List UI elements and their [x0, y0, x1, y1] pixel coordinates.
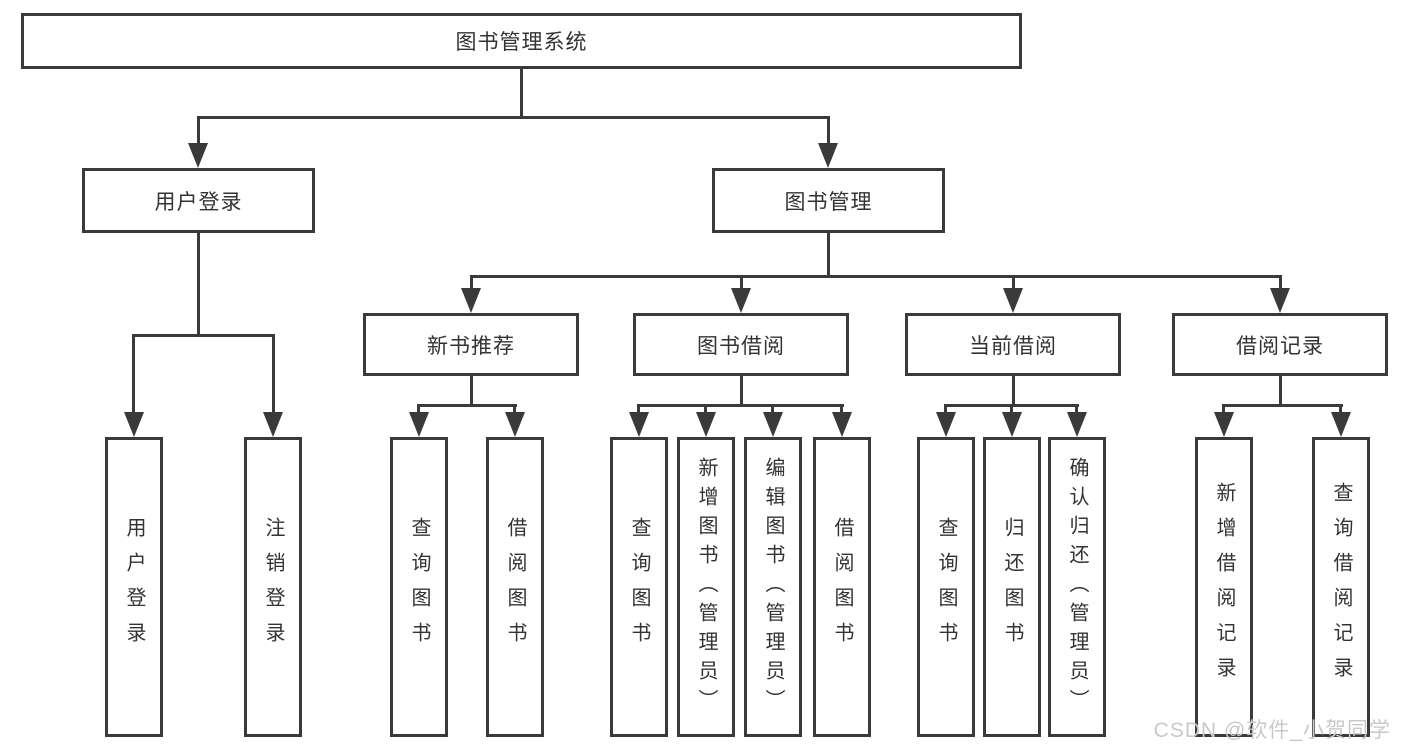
- connector-drop-level3: [1279, 275, 1282, 291]
- leaf-user-login-label: 用户登录: [123, 517, 145, 657]
- connector-drop-leaf: [944, 404, 947, 415]
- arrow-down-icon: [1003, 288, 1023, 313]
- leaf-return-books: 归还图书: [983, 437, 1041, 737]
- arrow-down-icon: [188, 143, 208, 168]
- leaf-query-borrow-record: 查询借阅记录: [1312, 437, 1370, 737]
- connector-level2-bar: [197, 116, 830, 119]
- connector-drop-leaf: [417, 404, 420, 415]
- arrow-down-icon: [818, 143, 838, 168]
- connector-recommend-bar: [418, 404, 517, 407]
- connector-drop-leaf: [637, 404, 640, 415]
- connector-recommend-stem: [470, 376, 473, 407]
- connector-drop-leaf: [272, 334, 275, 414]
- connector-drop-leaf: [1222, 404, 1225, 415]
- connector-drop-leaf: [840, 404, 843, 415]
- leaf-add-borrow-record-label: 新增借阅记录: [1213, 482, 1235, 692]
- node-library-system: 图书管理系统: [21, 13, 1022, 69]
- arrow-down-icon: [1067, 412, 1087, 437]
- node-library-system-label: 图书管理系统: [455, 31, 588, 54]
- arrow-down-icon: [936, 412, 956, 437]
- leaf-return-books-label: 归还图书: [1001, 517, 1023, 657]
- connector-current-stem: [1012, 376, 1015, 407]
- arrow-down-icon: [1331, 412, 1351, 437]
- node-current-borrowing-label: 当前借阅: [969, 334, 1057, 358]
- connector-drop-level3: [1012, 275, 1015, 291]
- connector-drop-user-login: [197, 116, 200, 145]
- connector-drop-level3: [470, 275, 473, 291]
- arrow-down-icon: [505, 412, 525, 437]
- connector-level3-bar: [470, 275, 1281, 278]
- leaf-user-login: 用户登录: [105, 437, 163, 737]
- connector-root-stem: [520, 69, 523, 118]
- arrow-down-icon: [1270, 288, 1290, 313]
- node-borrowing-records-label: 借阅记录: [1236, 334, 1324, 358]
- connector-drop-leaf: [513, 404, 516, 415]
- connector-user-login-bar: [132, 334, 275, 337]
- arrow-down-icon: [763, 412, 783, 437]
- arrow-down-icon: [409, 412, 429, 437]
- leaf-logout: 注销登录: [244, 437, 302, 737]
- leaf-borrow-books: 借阅图书: [813, 437, 871, 737]
- node-new-book-recommendation: 新书推荐: [363, 313, 579, 376]
- connector-drop-leaf: [1010, 404, 1013, 415]
- leaf-borrow-books-label: 借阅图书: [831, 517, 853, 657]
- leaf-query-books-current: 查询图书: [917, 437, 975, 737]
- node-new-book-recommendation-label: 新书推荐: [427, 334, 515, 358]
- node-book-borrowing: 图书借阅: [633, 313, 849, 376]
- leaf-query-books-current-label: 查询图书: [935, 517, 957, 657]
- connector-drop-leaf: [771, 404, 774, 415]
- node-user-login-label: 用户登录: [154, 190, 243, 214]
- leaf-borrow-books-recommend: 借阅图书: [486, 437, 544, 737]
- node-user-login: 用户登录: [82, 168, 315, 233]
- leaf-confirm-return-admin: 确认归还（管理员）: [1048, 437, 1106, 737]
- node-current-borrowing: 当前借阅: [905, 313, 1121, 376]
- connector-borrowing-stem: [740, 376, 743, 407]
- arrow-down-icon: [1214, 412, 1234, 437]
- connector-drop-leaf: [132, 334, 135, 414]
- connector-drop-leaf: [1339, 404, 1342, 415]
- connector-drop-leaf: [1075, 404, 1078, 415]
- node-borrowing-records: 借阅记录: [1172, 313, 1388, 376]
- connector-book-management-stem: [827, 233, 830, 277]
- leaf-add-books-admin: 新增图书（管理员）: [677, 437, 735, 737]
- node-book-management: 图书管理: [712, 168, 945, 233]
- leaf-query-books-borrowing: 查询图书: [610, 437, 668, 737]
- connector-records-stem: [1279, 376, 1282, 407]
- leaf-edit-books-admin: 编辑图书（管理员）: [744, 437, 802, 737]
- arrow-down-icon: [263, 412, 283, 437]
- node-book-management-label: 图书管理: [784, 190, 873, 214]
- arrow-down-icon: [124, 412, 144, 437]
- connector-user-login-stem: [197, 233, 200, 336]
- connector-drop-level3: [740, 275, 743, 291]
- leaf-edit-books-admin-label: 编辑图书（管理员）: [762, 456, 784, 718]
- arrow-down-icon: [461, 288, 481, 313]
- arrow-down-icon: [832, 412, 852, 437]
- node-book-borrowing-label: 图书借阅: [697, 334, 785, 358]
- leaf-borrow-books-recommend-label: 借阅图书: [504, 517, 526, 657]
- connector-records-bar: [1223, 404, 1343, 407]
- connector-borrowing-bar: [638, 404, 844, 407]
- leaf-add-books-admin-label: 新增图书（管理员）: [695, 456, 717, 718]
- leaf-query-books-recommend-label: 查询图书: [408, 517, 430, 657]
- arrow-down-icon: [1002, 412, 1022, 437]
- leaf-query-books-borrowing-label: 查询图书: [628, 517, 650, 657]
- arrow-down-icon: [629, 412, 649, 437]
- connector-drop-leaf: [704, 404, 707, 415]
- arrow-down-icon: [731, 288, 751, 313]
- leaf-query-borrow-record-label: 查询借阅记录: [1330, 482, 1352, 692]
- leaf-add-borrow-record: 新增借阅记录: [1195, 437, 1253, 737]
- arrow-down-icon: [696, 412, 716, 437]
- csdn-watermark: CSDN @软件_小贺同学: [1153, 719, 1391, 742]
- connector-drop-book-management: [827, 116, 830, 145]
- leaf-query-books-recommend: 查询图书: [390, 437, 448, 737]
- leaf-logout-label: 注销登录: [262, 517, 284, 657]
- leaf-confirm-return-admin-label: 确认归还（管理员）: [1066, 456, 1088, 718]
